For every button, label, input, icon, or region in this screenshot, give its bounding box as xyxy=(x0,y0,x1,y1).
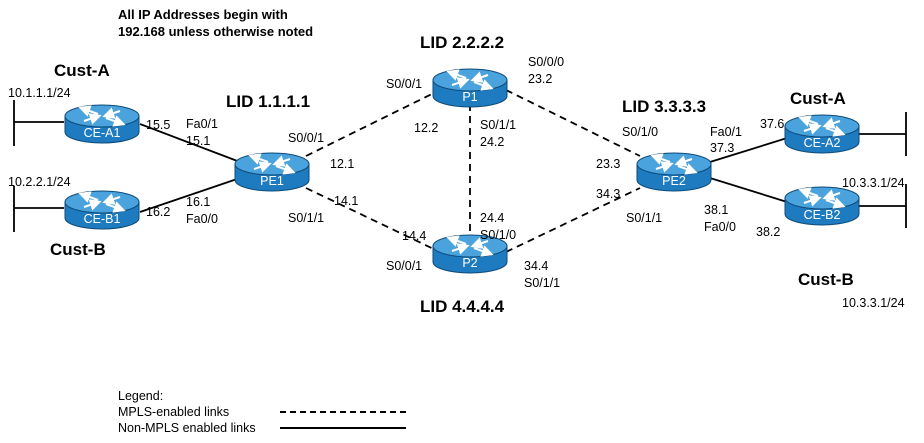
cea1-network: 10.1.1.1/24 xyxy=(8,86,71,100)
link-pe1-p2 xyxy=(305,187,441,253)
p1-lid: LID 2.2.2.2 xyxy=(420,33,504,52)
address-note: All IP Addresses begin with 192.168 unle… xyxy=(118,6,313,40)
pe2-fa00: Fa0/0 xyxy=(704,220,736,234)
p1-router-icon[interactable]: P1 xyxy=(432,68,508,108)
p1-s001: S0/0/1 xyxy=(386,77,422,91)
ceb1-cust: Cust-B xyxy=(50,240,106,259)
legend-mpls-row: MPLS-enabled links xyxy=(118,404,406,420)
link-cea1-pe1 xyxy=(139,123,241,163)
legend-mpls-swatch xyxy=(280,411,406,413)
pe2-s010: S0/1/0 xyxy=(622,125,658,139)
pe1-s001-addr: 12.1 xyxy=(330,157,354,171)
pe1-fa01: Fa0/1 xyxy=(186,117,218,131)
p1-router-label: P1 xyxy=(462,90,477,104)
pe1-s011-addr: 14.1 xyxy=(334,194,358,208)
ceb2-network: 10.3.3.1/24 xyxy=(842,296,905,310)
pe2-router-icon[interactable]: PE2 xyxy=(636,152,712,192)
pe2-fa00-addr: 38.1 xyxy=(704,203,728,217)
ceb2-cust: Cust-B xyxy=(798,270,854,289)
pe2-s011-addr: 34.3 xyxy=(596,187,620,201)
link-ceb1-pe1 xyxy=(139,177,241,213)
address-note-line-2: 192.168 unless otherwise noted xyxy=(118,24,314,39)
pe1-lid: LID 1.1.1.1 xyxy=(226,92,310,111)
legend-non-mpls-label: Non-MPLS enabled links xyxy=(118,421,256,435)
link-pe1-p1 xyxy=(305,89,441,157)
cea2-router-label: CE-A2 xyxy=(804,136,841,150)
cea2-router-icon[interactable]: CE-A2 xyxy=(784,114,860,154)
pe2-lid: LID 3.3.3.3 xyxy=(622,97,706,116)
ceb1-addr: 16.2 xyxy=(146,205,170,219)
link-p1-pe2 xyxy=(505,89,641,157)
legend: Legend: MPLS-enabled links Non-MPLS enab… xyxy=(118,388,406,436)
pe1-fa00-addr: 16.1 xyxy=(186,195,210,209)
legend-mpls-label: MPLS-enabled links xyxy=(118,405,230,419)
p1-s000: S0/0/0 xyxy=(528,55,564,69)
p1-s000-addr: 23.2 xyxy=(528,72,552,86)
pe1-s011: S0/1/1 xyxy=(288,211,324,225)
p2-s011-addr: 34.4 xyxy=(524,259,548,273)
p2-s011: S0/1/1 xyxy=(524,276,560,290)
ceb2-router-label: CE-B2 xyxy=(804,208,841,222)
pe2-fa01-addr: 37.3 xyxy=(710,141,734,155)
pe1-s001: S0/0/1 xyxy=(288,131,324,145)
legend-title: Legend: xyxy=(118,389,164,403)
cea2-cust: Cust-A xyxy=(790,89,846,108)
p2-router-icon[interactable]: P2 xyxy=(432,234,508,274)
pe2-router-label: PE2 xyxy=(662,174,686,188)
cea2-network: 10.3.3.1/24 xyxy=(842,176,905,190)
pe2-s010-addr: 23.3 xyxy=(596,157,620,171)
p2-lid: LID 4.4.4.4 xyxy=(420,297,505,316)
p2-s001-addr: 14.4 xyxy=(402,229,426,243)
cea1-cust: Cust-A xyxy=(54,61,110,80)
p2-s010-addr: 24.4 xyxy=(480,211,504,225)
cea1-addr: 15.5 xyxy=(146,118,170,132)
ceb1-network: 10.2.2.1/24 xyxy=(8,175,71,189)
cea2-addr: 37.6 xyxy=(760,117,784,131)
pe2-s011: S0/1/1 xyxy=(626,211,662,225)
legend-non-mpls-swatch xyxy=(280,427,406,429)
pe1-fa00: Fa0/0 xyxy=(186,212,218,226)
legend-non-mpls-row: Non-MPLS enabled links xyxy=(118,420,406,436)
ceb2-addr: 38.2 xyxy=(756,225,780,239)
p1-s011-addr: 24.2 xyxy=(480,135,504,149)
p2-s001: S0/0/1 xyxy=(386,259,422,273)
pe1-router-icon[interactable]: PE1 xyxy=(234,152,310,192)
ceb2-router-icon[interactable]: CE-B2 xyxy=(784,186,860,226)
cea1-router-label: CE-A1 xyxy=(84,126,121,140)
ceb1-router-icon[interactable]: CE-B1 xyxy=(64,190,140,230)
p2-router-label: P2 xyxy=(462,256,477,270)
p1-s011: S0/1/1 xyxy=(480,118,516,132)
pe1-router-label: PE1 xyxy=(260,174,284,188)
p2-s010: S0/1/0 xyxy=(480,228,516,242)
link-p2-pe2 xyxy=(505,187,641,253)
ceb1-router-label: CE-B1 xyxy=(84,212,121,226)
cea1-router-icon[interactable]: CE-A1 xyxy=(64,104,140,144)
address-note-line-1: All IP Addresses begin with xyxy=(118,7,288,22)
p1-s001-addr: 12.2 xyxy=(414,121,438,135)
pe1-fa01-addr: 15.1 xyxy=(186,134,210,148)
pe2-fa01: Fa0/1 xyxy=(710,125,742,139)
